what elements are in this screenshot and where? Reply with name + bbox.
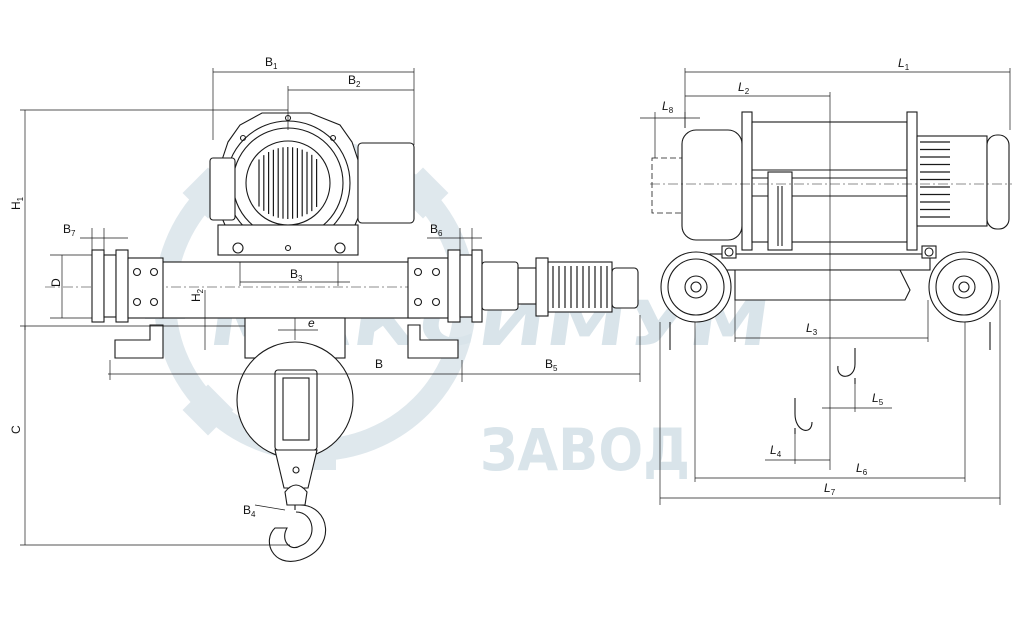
dimension-lines-front xyxy=(20,68,641,546)
label-B6: B6 xyxy=(430,222,443,238)
label-L8: L8 xyxy=(662,99,674,115)
label-e: e xyxy=(308,316,315,330)
label-L1: L1 xyxy=(898,56,910,72)
label-B: B xyxy=(375,357,383,371)
label-L4: L4 xyxy=(770,443,782,459)
travel-motor-fins xyxy=(552,266,608,308)
label-B2: B2 xyxy=(348,73,361,89)
label-L5: L5 xyxy=(872,391,884,407)
terminal-box xyxy=(357,142,415,224)
label-L2: L2 xyxy=(738,80,750,96)
hoist-side-view xyxy=(650,111,1012,434)
label-B7: B7 xyxy=(63,222,76,238)
side-motor-fins xyxy=(920,141,950,218)
trolley-frame-front xyxy=(45,249,639,359)
motor-cooling-fins xyxy=(258,147,318,219)
label-H2: H2 xyxy=(189,288,205,302)
dimension-lines-side xyxy=(640,68,1011,505)
dimension-labels: B1 B2 B3 B4 B5 B6 B7 B D H1 H2 C e L1 L2… xyxy=(9,55,910,519)
hook-block-front xyxy=(236,341,354,562)
label-B5: B5 xyxy=(545,357,558,373)
label-B3: B3 xyxy=(290,267,303,283)
label-B1: B1 xyxy=(265,55,278,71)
hoist-motor-front xyxy=(209,112,415,256)
label-L3: L3 xyxy=(806,321,818,337)
label-L7: L7 xyxy=(824,481,836,497)
label-B4: B4 xyxy=(243,503,256,519)
label-L6: L6 xyxy=(856,461,868,477)
watermark-line-2: ЗАВОД xyxy=(480,416,690,484)
label-H1: H1 xyxy=(9,196,25,210)
label-D: D xyxy=(49,278,63,287)
label-C: C xyxy=(9,425,23,434)
